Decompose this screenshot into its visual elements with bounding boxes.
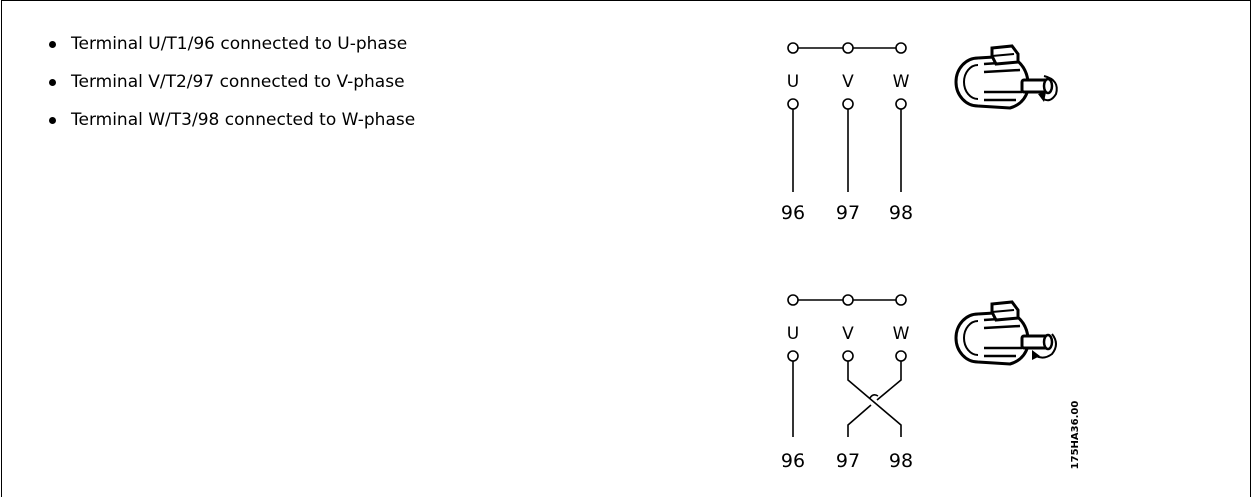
list-item: Terminal U/T1/96 connected to U-phase — [47, 25, 415, 63]
list-item-text: Terminal U/T1/96 connected to U-phase — [71, 34, 408, 54]
terminal-number-96: 96 — [781, 202, 805, 224]
motor-icon — [954, 300, 1057, 366]
phase-label-w: W — [893, 72, 910, 92]
terminal-node — [787, 42, 799, 54]
terminal-list: Terminal U/T1/96 connected to U-phase Te… — [47, 25, 415, 139]
bullet-icon — [49, 117, 56, 124]
terminal-node — [895, 294, 907, 306]
phase-label-w: W — [893, 324, 910, 344]
bullet-icon — [49, 41, 56, 48]
phase-label-u: U — [787, 72, 799, 92]
phase-label-v: V — [842, 324, 854, 344]
terminal-number-97: 97 — [836, 202, 860, 224]
terminal-node — [842, 294, 854, 306]
terminal-node — [895, 42, 907, 54]
terminal-node — [787, 294, 799, 306]
diagram-crossed: U V W 96 97 98 175HA36.00 — [781, 294, 1081, 472]
diagram-straight: U V W 96 97 98 — [781, 42, 1058, 224]
figure-id: 175HA36.00 — [1070, 401, 1081, 470]
list-item-text: Terminal V/T2/97 connected to V-phase — [71, 72, 405, 92]
terminal-number-97: 97 — [836, 450, 860, 472]
terminal-node — [842, 42, 854, 54]
phase-label-u: U — [787, 324, 799, 344]
motor-icon — [954, 44, 1058, 110]
phase-label-v: V — [842, 72, 854, 92]
list-item: Terminal W/T3/98 connected to W-phase — [47, 101, 415, 139]
list-item-text: Terminal W/T3/98 connected to W-phase — [71, 110, 416, 130]
terminal-number-96: 96 — [781, 450, 805, 472]
list-item: Terminal V/T2/97 connected to V-phase — [47, 63, 415, 101]
terminal-number-98: 98 — [889, 450, 913, 472]
bullet-icon — [49, 79, 56, 86]
terminal-number-98: 98 — [889, 202, 913, 224]
